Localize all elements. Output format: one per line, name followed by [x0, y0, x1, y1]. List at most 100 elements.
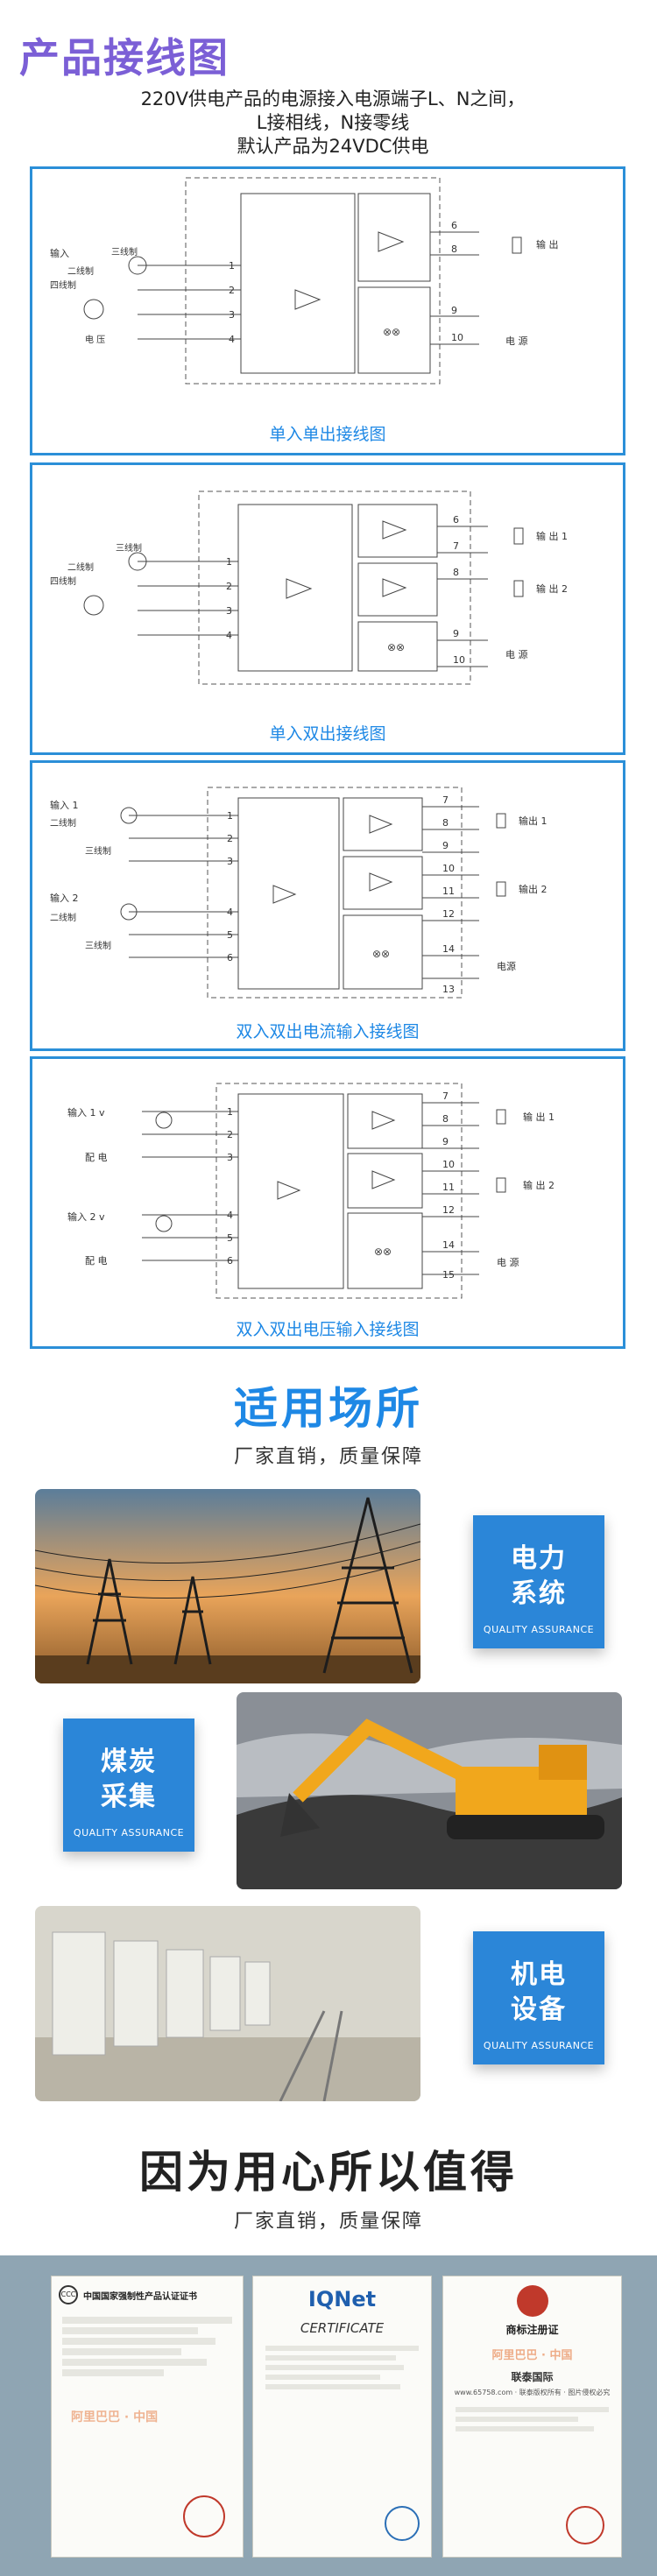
d1-term-r6: 6	[451, 220, 457, 231]
svg-text:⊗⊗: ⊗⊗	[374, 1246, 392, 1258]
d4-term-r12: 12	[442, 1204, 455, 1216]
d2-label-4wire: 四线制	[50, 575, 76, 587]
applications-title: 适用场所	[234, 1383, 423, 1434]
d4-term-r8: 8	[442, 1113, 449, 1125]
d4-term-l3: 3	[227, 1152, 233, 1163]
d4-term-l6: 6	[227, 1255, 233, 1267]
tag-power-system-title: 电力 系统	[511, 1543, 567, 1609]
ccc-watermark: 阿里巴巴 · 中国	[71, 2410, 159, 2424]
d3-term-l6: 6	[227, 952, 233, 963]
tag-coal-mining-title: 煤炭 采集	[101, 1747, 157, 1812]
ccc-seal-icon	[183, 2495, 225, 2537]
d1-label-4wire: 四线制	[50, 279, 76, 291]
d4-label-power: 电 源	[497, 1256, 519, 1268]
d3-term-r8: 8	[442, 817, 449, 829]
d2-label-power: 电 源	[505, 648, 528, 660]
d4-label-input2: 输入 2 v	[67, 1210, 105, 1223]
page-title: 产品接线图	[19, 34, 230, 81]
d3-label-input2: 输入 2	[50, 892, 79, 904]
tag-power-system: 电力 系统 QUALITY ASSURANCE	[473, 1515, 604, 1648]
wiring-panel-4: ⊗⊗ 输入 1 v 配 电 输入 2 v 配 电 1 2 3 4 5 6 7 8…	[30, 1056, 625, 1349]
iqnet-cert-word: CERTIFICATE	[300, 2320, 385, 2336]
d3-label-2wire-b: 二线制	[50, 912, 76, 923]
svg-text:⊗⊗: ⊗⊗	[372, 948, 390, 960]
tag-electromechanical: 机电 设备 QUALITY ASSURANCE	[473, 1931, 604, 2064]
d4-term-r14: 14	[442, 1239, 455, 1251]
intro-line-2: L接相线，N接零线	[256, 112, 410, 133]
d1-term-r10: 10	[451, 332, 463, 343]
d4-term-l1: 1	[227, 1106, 233, 1118]
d4-term-l5: 5	[227, 1232, 233, 1244]
d4-term-r11: 11	[442, 1182, 455, 1193]
d2-term-r10: 10	[453, 654, 465, 666]
tag-electromechanical-qa: QUALITY ASSURANCE	[483, 2040, 595, 2051]
d1-label-output: 输 出	[536, 238, 559, 251]
tag-coal-mining: 煤炭 采集 QUALITY ASSURANCE	[63, 1719, 194, 1852]
wiring-diagram-1: ⊗⊗ 输入 二线制 三线制 四线制 电 压 1 2 3 4 6 8 9 10 输…	[50, 177, 559, 385]
iqnet-logo: IQNet	[307, 2287, 377, 2311]
d1-term-r8: 8	[451, 243, 457, 255]
wiring-panel-3: ⊗⊗ 输入 1 二线制 三线制 输入 2 二线制 三线制 1 2 3 4 5 6…	[30, 760, 625, 1051]
trademark-title: 商标注册证	[505, 2324, 559, 2336]
d3-term-l2: 2	[227, 833, 233, 844]
d3-term-l3: 3	[227, 856, 233, 867]
d2-term-l2: 2	[226, 581, 232, 592]
d2-label-3wire: 三线制	[116, 542, 142, 554]
d4-term-l4: 4	[227, 1210, 233, 1221]
trademark-site-line: www.65758.com · 联泰版权所有 · 图片侵权必究	[454, 2389, 611, 2396]
d1-term-l4: 4	[229, 334, 235, 345]
wiring-caption-1: 单入单出接线图	[269, 425, 386, 444]
d4-label-output1: 输 出 1	[523, 1111, 555, 1123]
d3-term-l4: 4	[227, 907, 233, 918]
d4-label-input1: 输入 1 v	[67, 1106, 105, 1119]
iqnet-seal-icon	[385, 2506, 420, 2541]
d3-term-r9: 9	[442, 840, 449, 851]
d2-label-output2: 输 出 2	[536, 582, 568, 595]
d2-term-l1: 1	[226, 556, 232, 568]
d3-term-r14: 14	[442, 943, 455, 955]
d2-term-r9: 9	[453, 628, 459, 639]
wiring-caption-3: 双入双出电流输入接线图	[236, 1022, 420, 1041]
trademark-seal-icon	[566, 2506, 604, 2544]
intro-line-1: 220V供电产品的电源接入电源端子L、N之间，	[140, 88, 526, 109]
electromechanical-photo	[35, 1906, 420, 2101]
trademark-emblem-icon	[516, 2285, 548, 2317]
d3-label-power: 电源	[497, 960, 516, 972]
power-system-photo	[35, 1489, 420, 1683]
d3-term-r12: 12	[442, 908, 455, 920]
wiring-panel-1: ⊗⊗ 输入 二线制 三线制 四线制 电 压 1 2 3 4 6 8 9 10 输…	[30, 166, 625, 455]
svg-text:⊗⊗: ⊗⊗	[387, 641, 405, 653]
d3-term-r13: 13	[442, 984, 455, 995]
d2-term-r7: 7	[453, 540, 459, 552]
trademark-watermark: 阿里巴巴 · 中国	[491, 2349, 573, 2362]
d2-term-l3: 3	[226, 605, 232, 617]
d3-label-3wire-a: 三线制	[85, 845, 111, 857]
d4-label-dist2: 配 电	[85, 1255, 108, 1267]
d1-label-voltage: 电 压	[85, 334, 105, 345]
d1-term-l2: 2	[229, 285, 235, 296]
d1-label-2wire: 二线制	[67, 265, 94, 277]
wiring-caption-2: 单入双出接线图	[269, 724, 386, 744]
d3-term-r7: 7	[442, 794, 449, 806]
ccc-certificate: CCC 中国国家强制性产品认证证书 阿里巴巴 · 中国	[51, 2276, 244, 2558]
wiring-diagram-3: ⊗⊗ 输入 1 二线制 三线制 输入 2 二线制 三线制 1 2 3 4 5 6…	[50, 787, 548, 999]
d3-term-r11: 11	[442, 886, 455, 897]
d2-label-output1: 输 出 1	[536, 530, 568, 542]
coal-mining-photo	[237, 1692, 622, 1889]
d3-term-l5: 5	[227, 929, 233, 941]
intro-line-3: 默认产品为24VDC供电	[237, 136, 429, 157]
d4-term-r9: 9	[442, 1136, 449, 1147]
wiring-diagram-4: ⊗⊗ 输入 1 v 配 电 输入 2 v 配 电 1 2 3 4 5 6 7 8…	[67, 1083, 555, 1299]
d1-term-l1: 1	[229, 260, 235, 272]
d1-term-r9: 9	[451, 305, 457, 316]
wiring-caption-4: 双入双出电压输入接线图	[236, 1320, 420, 1339]
d3-label-output1: 输出 1	[519, 815, 548, 827]
worth-title: 因为用心所以值得	[139, 2147, 518, 2198]
trademark-site: 联泰国际	[511, 2371, 554, 2383]
d4-term-r15: 15	[442, 1269, 455, 1281]
d4-term-r7: 7	[442, 1090, 449, 1102]
d1-label-power: 电 源	[505, 335, 528, 347]
d4-term-r10: 10	[442, 1159, 455, 1170]
svg-text:⊗⊗: ⊗⊗	[383, 326, 400, 338]
d1-label-input: 输入	[50, 247, 69, 259]
